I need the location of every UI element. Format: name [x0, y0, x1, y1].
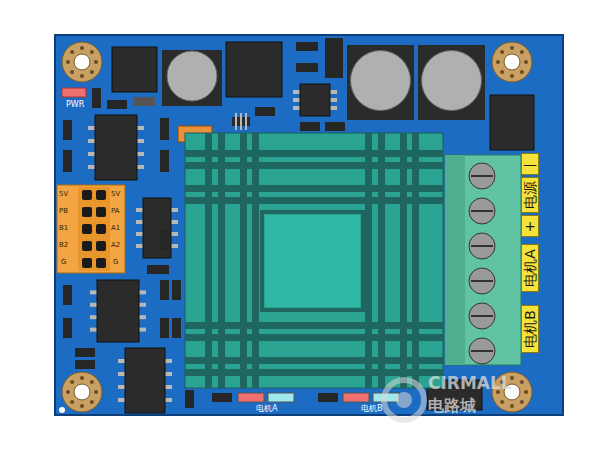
- mounting-hole: [62, 372, 102, 412]
- terminal-label-text: 电机B: [523, 310, 537, 348]
- smd-part: [296, 42, 318, 51]
- terminal-label: 电机A: [521, 244, 539, 292]
- power-label: PWR: [66, 101, 84, 109]
- watermark: 电路城: [428, 398, 476, 414]
- smd-part: [160, 118, 169, 140]
- heatsink: [185, 133, 443, 388]
- smd-part: [160, 150, 169, 172]
- mounting-hole: [492, 42, 532, 82]
- smd-part: [160, 318, 169, 338]
- smd-part: [300, 122, 320, 131]
- pin-label: G: [113, 259, 118, 266]
- status-led: [238, 393, 264, 402]
- smd-part: [63, 285, 72, 305]
- pin-label: A1: [111, 225, 120, 232]
- terminal-label: —: [521, 153, 539, 175]
- pin-label: A2: [111, 242, 120, 249]
- mounting-hole: [62, 42, 102, 82]
- terminal-label-text: —: [523, 157, 537, 171]
- pin-label: 5V: [59, 191, 68, 198]
- pin-label: 5V: [111, 191, 120, 198]
- ic-chip: [136, 198, 178, 258]
- terminal-label-text: 电机A: [523, 249, 537, 287]
- smd-part: [160, 280, 169, 300]
- electrolytic-capacitor: [347, 45, 414, 120]
- smd-part: [133, 97, 155, 106]
- electrolytic-capacitor: [162, 50, 222, 106]
- pin-label: B1: [59, 225, 68, 232]
- power-package: [226, 42, 282, 97]
- power-package: [112, 47, 157, 92]
- ic-chip: [293, 84, 337, 116]
- terminal-label-text: +: [524, 219, 536, 233]
- smd-part: [147, 265, 169, 274]
- led-label: 电机B: [361, 405, 383, 413]
- smd-part: [325, 122, 345, 131]
- smd-part: [75, 348, 95, 357]
- terminal-label: 电源: [521, 177, 539, 213]
- terminal-label-text: 电源: [523, 181, 537, 209]
- ic-chip: [118, 348, 172, 413]
- smd-part: [63, 150, 72, 172]
- status-led: [268, 393, 294, 402]
- smd-part: [172, 280, 181, 300]
- terminal-label: 电机B: [521, 305, 539, 353]
- circuit-board: [55, 35, 563, 415]
- smd-part: [255, 107, 275, 116]
- smd-part: [107, 100, 127, 109]
- smd-part: [75, 360, 95, 369]
- pin-label: PA: [111, 208, 120, 215]
- watermark: CIRMALL: [428, 375, 512, 392]
- pin-header: [57, 185, 125, 273]
- smd-part: [185, 390, 194, 408]
- pin-label: B2: [59, 242, 68, 249]
- transistor: [232, 113, 250, 130]
- watermark-logo: [384, 380, 424, 420]
- smd-part: [160, 230, 169, 250]
- smd-part: [92, 88, 101, 108]
- pin-label: PB: [59, 208, 68, 215]
- ic-chip: [88, 115, 144, 180]
- smd-part: [212, 393, 232, 402]
- pin-label: G: [61, 259, 66, 266]
- smd-part: [63, 318, 72, 338]
- smd-part: [296, 63, 318, 72]
- power-package: [490, 95, 534, 150]
- ic-chip: [90, 280, 146, 342]
- led-label: 电机A: [256, 405, 277, 413]
- terminal-block: [445, 155, 521, 365]
- smd-part: [63, 120, 72, 140]
- smd-part: [325, 38, 343, 78]
- electrolytic-capacitor: [418, 45, 485, 120]
- board-dot: [59, 407, 65, 413]
- smd-part: [318, 393, 338, 402]
- power-led: [62, 88, 86, 97]
- smd-part: [172, 318, 181, 338]
- status-led: [343, 393, 369, 402]
- terminal-label: +: [521, 215, 539, 237]
